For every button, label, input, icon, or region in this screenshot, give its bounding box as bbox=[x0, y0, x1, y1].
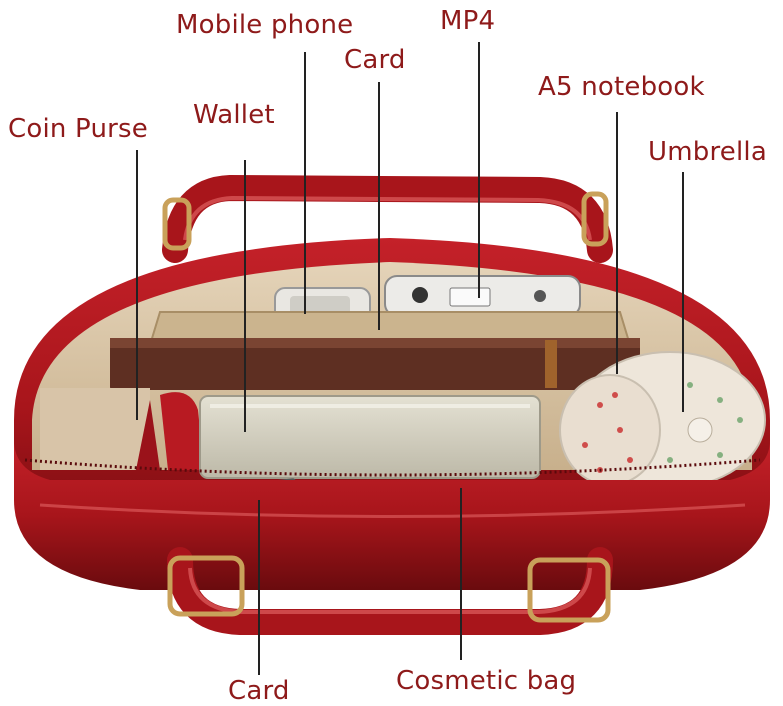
wallet-item bbox=[199, 395, 541, 479]
leader-umbrella bbox=[682, 172, 684, 412]
buckle-left-top bbox=[162, 197, 192, 251]
label-wallet: Wallet bbox=[193, 100, 275, 130]
leader-cosmetic-bag bbox=[460, 488, 462, 660]
a5-notebook-item bbox=[110, 338, 640, 390]
front-handle bbox=[167, 547, 613, 635]
label-card-top: Card bbox=[344, 45, 406, 75]
buckle-right-top bbox=[581, 191, 609, 247]
label-umbrella: Umbrella bbox=[648, 137, 767, 167]
leader-mobile-phone bbox=[304, 52, 306, 314]
leader-card-top bbox=[378, 82, 380, 330]
buckle-left-bottom bbox=[167, 555, 245, 617]
back-handle bbox=[162, 174, 613, 263]
leader-a5-notebook bbox=[616, 112, 618, 374]
leader-wallet bbox=[244, 160, 246, 432]
label-card-bottom: Card bbox=[228, 676, 290, 706]
label-mobile-phone: Mobile phone bbox=[176, 10, 354, 40]
buckle-right-bottom bbox=[527, 557, 611, 623]
label-coin-purse: Coin Purse bbox=[8, 114, 148, 144]
leader-card-bottom bbox=[258, 500, 260, 675]
label-a5-notebook: A5 notebook bbox=[538, 72, 705, 102]
leader-mp4 bbox=[478, 42, 480, 298]
label-cosmetic-bag: Cosmetic bag bbox=[396, 666, 577, 696]
coin-purse-item bbox=[160, 392, 204, 470]
label-mp4: MP4 bbox=[440, 6, 496, 36]
leader-coin-purse bbox=[136, 150, 138, 420]
